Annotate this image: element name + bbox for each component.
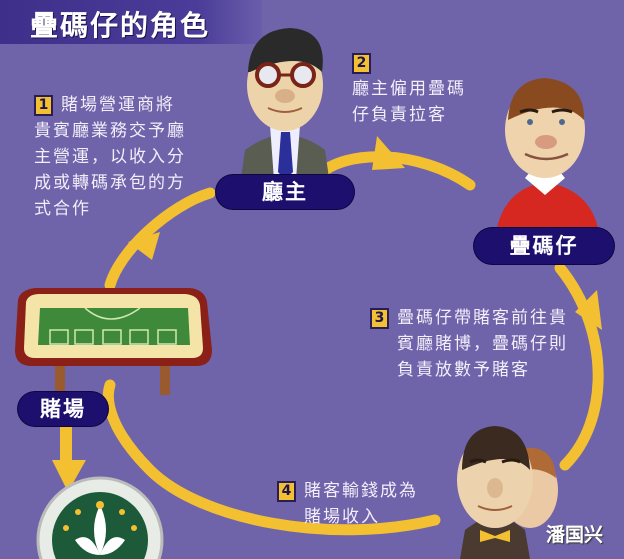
step-number-badge: 3	[370, 307, 389, 329]
arrowhead-icon	[372, 136, 405, 170]
step-2: 2 廳主僱用疊碼 仔負責拉客	[352, 52, 466, 125]
role-label-casino: 賭場	[18, 392, 108, 426]
title-bar: 疊碼仔的角色	[0, 0, 262, 44]
step-number-badge: 2	[352, 52, 371, 74]
watermark: 潘国兴	[546, 524, 604, 546]
page-title: 疊碼仔的角色	[30, 9, 211, 42]
macau-emblem-icon	[36, 476, 164, 559]
gamblers-avatar	[457, 426, 558, 559]
junket-avatar	[495, 78, 600, 240]
role-label-junket: 疊碼仔	[474, 228, 614, 264]
role-label-hall-owner: 廳主	[216, 175, 354, 209]
step-number-badge: 1	[34, 94, 53, 116]
arrowhead-icon	[575, 290, 602, 330]
step-number-badge: 4	[277, 480, 296, 502]
arrowhead-icon	[52, 460, 86, 492]
arrowhead-icon	[128, 232, 160, 260]
hall-owner-avatar	[240, 28, 330, 185]
gaming-table-icon	[15, 288, 212, 395]
